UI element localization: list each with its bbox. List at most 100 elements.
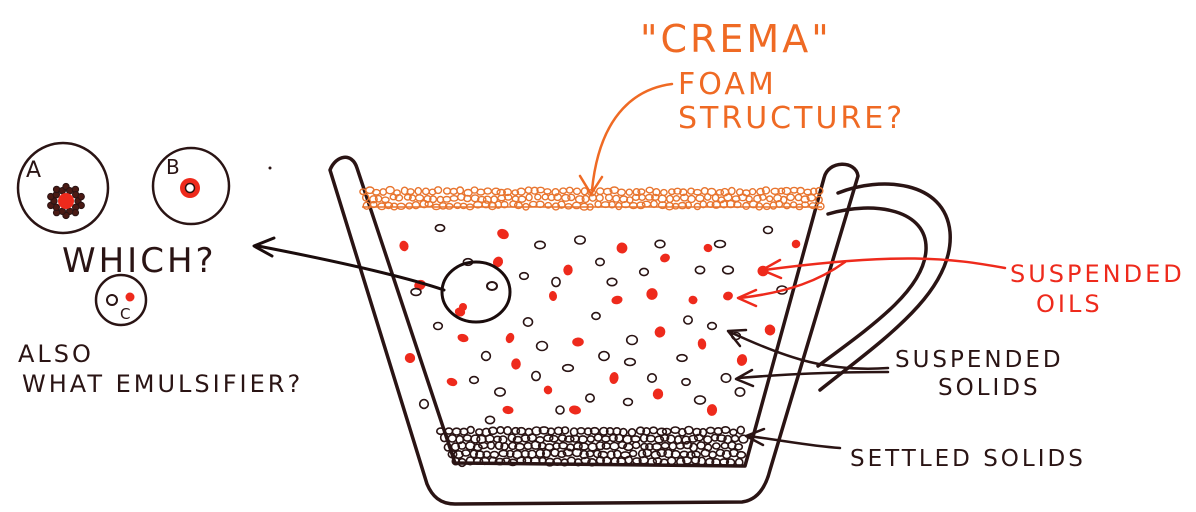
foam-bubble	[784, 203, 790, 209]
suspended-solid	[482, 352, 491, 361]
settled-particle	[668, 457, 676, 464]
foam-bubble	[616, 203, 622, 210]
suspended-solid	[682, 379, 690, 386]
oil-droplet	[398, 240, 410, 253]
suspended-solid	[625, 359, 636, 366]
suspended-solid	[434, 323, 443, 330]
crema-arrowhead	[580, 176, 602, 194]
oil-droplet	[511, 358, 521, 370]
solids-label-line1: SUSPENDED	[895, 347, 1064, 373]
foam-bubble	[492, 188, 500, 194]
suspended-particles	[398, 225, 801, 424]
settled-particle	[587, 436, 594, 442]
oil-droplet	[653, 325, 667, 340]
foam-bubble	[450, 196, 458, 201]
suspended-solid	[535, 241, 545, 248]
suspended-solid	[640, 268, 649, 275]
foam-bubble	[406, 203, 413, 209]
settled-particle	[610, 443, 619, 450]
foam-bubble	[646, 187, 653, 193]
also-label-line1: ALSO	[18, 340, 94, 368]
foam-bubble	[712, 194, 718, 201]
oil-droplet	[702, 243, 713, 254]
magnify-circle	[442, 262, 510, 322]
settled-particle	[669, 443, 676, 450]
suspended-solid	[411, 289, 421, 296]
foam-bubble	[705, 194, 711, 200]
oil-droplet	[645, 287, 658, 301]
suspended-solid	[520, 273, 529, 280]
foam-bubble	[386, 187, 394, 194]
settled-particle	[602, 443, 610, 449]
oil-droplet	[542, 384, 553, 395]
suspended-solid	[470, 377, 479, 384]
suspended-solid	[607, 278, 617, 285]
settled-particle	[697, 442, 705, 449]
foam-bubble	[542, 194, 548, 200]
suspended-solid	[495, 388, 505, 396]
settled-particle	[661, 443, 669, 449]
foam-bubble	[423, 188, 430, 194]
oils-label-line1: SUSPENDED	[1010, 260, 1185, 288]
oil-droplet	[568, 405, 581, 416]
suspended-solid	[624, 399, 633, 406]
foam-bubble	[688, 196, 695, 203]
suspended-solid	[708, 323, 717, 330]
suspended-solid	[537, 342, 548, 351]
settled-particle	[580, 443, 589, 450]
foam-bubble	[416, 195, 424, 201]
oil-droplet	[763, 323, 777, 337]
suspended-solid	[435, 225, 444, 232]
settled-particle	[730, 429, 737, 435]
settled-particle	[709, 451, 716, 458]
foam-bubble	[582, 196, 589, 203]
oil-droplet	[502, 405, 514, 415]
oil-droplet	[611, 295, 624, 306]
foam-bubble	[535, 194, 541, 200]
suspended-solid	[723, 266, 734, 274]
also-label-line2: WHAT EMULSIFIER?	[22, 370, 303, 398]
oil-droplet	[688, 295, 699, 305]
oil-droplet	[495, 227, 510, 241]
suspended-solid	[721, 374, 730, 383]
settled-particle	[704, 436, 712, 443]
settled-particle	[445, 428, 452, 434]
foam-bubble	[560, 188, 567, 193]
settled-particle	[550, 436, 558, 442]
oil-droplet	[616, 242, 627, 253]
oil-droplet	[504, 332, 515, 345]
foam-bubble	[782, 188, 790, 195]
foam-bubble	[376, 196, 382, 202]
settled-particle	[633, 442, 640, 448]
suspended-solid	[596, 258, 604, 265]
foam-bubble	[729, 188, 735, 195]
crema-label-line3: STRUCTURE?	[678, 101, 905, 136]
oil-droplet	[722, 290, 734, 301]
settled-particle	[737, 426, 744, 434]
settled-particle	[731, 436, 738, 442]
option-b-solid-core	[186, 184, 195, 193]
oil-droplet	[652, 388, 664, 400]
which-label: WHICH?	[62, 241, 217, 281]
suspended-solid	[655, 240, 665, 247]
solids-arrow-2	[738, 372, 888, 378]
settled-particle	[650, 427, 658, 433]
oil-droplet	[457, 333, 470, 344]
foam-bubble	[544, 189, 551, 194]
foam-bubble	[597, 188, 604, 195]
suspended-solid	[695, 396, 706, 404]
settled-label: SETTLED SOLIDS	[850, 446, 1086, 472]
suspended-solid	[592, 313, 600, 320]
solids-label-line2: SOLIDS	[938, 375, 1041, 401]
settled-particle	[497, 427, 504, 434]
oil-droplet	[563, 264, 573, 275]
suspended-solid	[684, 316, 692, 324]
foam-bubble	[596, 195, 603, 202]
suspended-solid	[556, 406, 564, 414]
suspended-solid	[735, 388, 744, 396]
settled-particle	[467, 427, 474, 434]
foam-bubble	[568, 194, 575, 200]
foam-bubble	[667, 195, 673, 202]
suspended-solid	[552, 278, 560, 287]
